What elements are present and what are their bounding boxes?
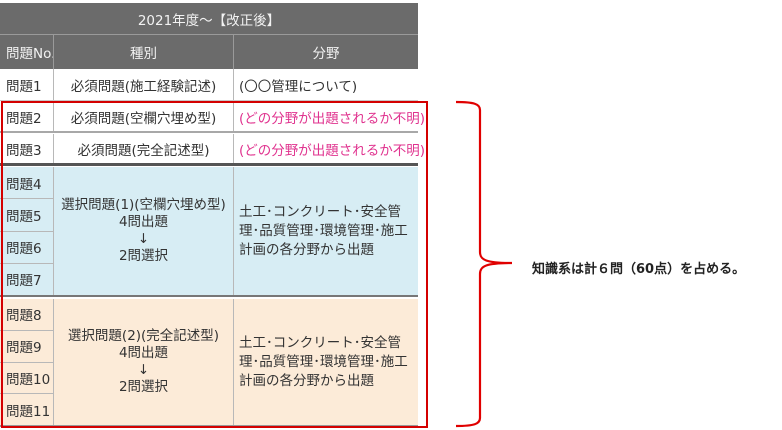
question-kind: 必須問題(空欄穴埋め型): [53, 102, 233, 131]
right-brace-icon: [455, 100, 513, 428]
selection-group-1: 問題4 問題5 問題6 問題7 選択問題(1)(空欄穴埋め型) 4問出題 ↓ 2…: [0, 167, 418, 297]
question-field: (〇〇管理について): [233, 69, 418, 100]
kind-count: 4問出題: [118, 214, 169, 230]
question-kind: 必須問題(完全記述型): [53, 134, 233, 163]
question-no-list: 問題8 問題9 問題10 問題11: [0, 299, 53, 425]
kind-title: 選択問題(1)(空欄穴埋め型): [61, 197, 226, 213]
header-kind: 種別: [53, 35, 233, 69]
annotation-note: 知識系は計６問（60点）を占める。: [532, 262, 746, 277]
table-row: 問題2 必須問題(空欄穴埋め型) (どの分野が出題されるか不明): [0, 102, 425, 133]
table-title: 2021年度～【改正後】: [0, 3, 418, 35]
selection-group-2: 問題8 問題9 問題10 問題11 選択問題(2)(完全記述型) 4問出題 ↓ …: [0, 299, 418, 427]
question-field: 土工･コンクリート･安全管理･品質管理･環境管理･施工計画の各分野から出題: [233, 299, 418, 425]
question-field: 土工･コンクリート･安全管理･品質管理･環境管理･施工計画の各分野から出題: [233, 167, 418, 295]
kind-title: 選択問題(2)(完全記述型): [67, 328, 220, 344]
header-no: 問題No.: [6, 46, 56, 62]
question-field-unknown: (どの分野が出題されるか不明): [233, 134, 425, 163]
question-no: 問題6: [0, 230, 53, 263]
question-no: 問題7: [0, 262, 53, 295]
question-no: 問題3: [6, 142, 42, 159]
table-row: 問題3 必須問題(完全記述型) (どの分野が出題されるか不明): [0, 134, 425, 166]
question-no: 問題5: [0, 198, 53, 230]
table-row: 問題1 必須問題(施工経験記述) (〇〇管理について): [0, 69, 418, 101]
kind-select: 2問選択: [118, 248, 169, 264]
question-kind: 必須問題(施工経験記述): [53, 69, 233, 100]
question-kind: 選択問題(2)(完全記述型) 4問出題 ↓ 2問選択: [53, 299, 233, 425]
question-no: 問題2: [6, 110, 42, 127]
kind-select: 2問選択: [118, 379, 169, 395]
question-no: 問題8: [6, 308, 42, 325]
down-arrow-icon: ↓: [137, 231, 150, 247]
question-field-unknown: (どの分野が出題されるか不明): [233, 102, 425, 131]
kind-count: 4問出題: [118, 345, 169, 361]
header-row: 問題No. 種別 分野: [0, 35, 418, 69]
question-no: 問題4: [6, 176, 42, 193]
question-no: 問題10: [0, 361, 53, 394]
question-no: 問題1: [6, 78, 42, 95]
question-no: 問題11: [0, 393, 53, 425]
question-kind: 選択問題(1)(空欄穴埋め型) 4問出題 ↓ 2問選択: [53, 167, 233, 295]
question-no-list: 問題4 問題5 問題6 問題7: [0, 167, 53, 295]
question-no: 問題9: [0, 329, 53, 362]
down-arrow-icon: ↓: [137, 362, 150, 378]
header-field: 分野: [233, 35, 418, 69]
